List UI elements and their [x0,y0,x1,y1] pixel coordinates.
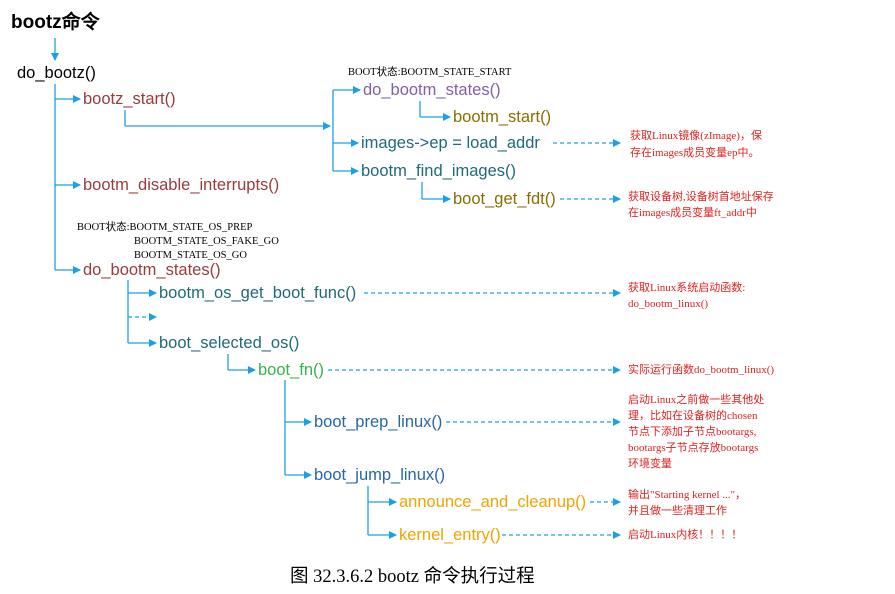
note-bootfunc-line1: 获取Linux系统启动函数: [628,282,746,294]
note-cleanup-line2: 并且做一些清理工作 [628,505,727,517]
state-label-os-fake-go: BOOTM_STATE_OS_FAKE_GO [134,236,279,247]
note-images-ep-line1: 获取Linux镜像(zImage)，保 [630,130,762,142]
node-bootz-start: bootz_start() [83,90,176,108]
note-images-ep-line2: 存在images成员变量ep中。 [630,147,760,159]
figure-caption: 图 32.3.6.2 bootz 命令执行过程 [290,567,535,587]
state-label-os-prep: BOOT状态:BOOTM_STATE_OS_PREP [77,222,253,233]
node-boot-fn: boot_fn() [258,361,325,379]
node-boot-selected-os: boot_selected_os() [159,334,300,352]
note-prep-line4: bootargs子节点存放bootargs [628,442,759,454]
diagram-title: bootz命令 [11,12,100,33]
node-announce-and-cleanup: announce_and_cleanup() [399,493,587,511]
state-label-start: BOOT状态:BOOTM_STATE_START [348,67,512,78]
note-fdt-line1: 获取设备树,设备树首地址保存 [628,191,774,203]
node-bootm-find-images: bootm_find_images() [361,162,516,180]
node-kernel-entry: kernel_entry() [399,526,501,544]
node-bootm-os-get-boot-func: bootm_os_get_boot_func() [159,284,357,302]
note-bootfunc-line2: do_bootm_linux() [628,298,709,310]
node-do-bootz: do_bootz() [17,64,96,82]
node-images-ep: images->ep = load_addr [361,134,540,152]
node-boot-prep-linux: boot_prep_linux() [314,413,443,431]
node-bootm-disable-interrupts: bootm_disable_interrupts() [83,176,280,194]
note-boot-fn: 实际运行函数do_bootm_linux() [628,364,775,376]
node-boot-get-fdt: boot_get_fdt() [453,190,556,208]
node-do-bootm-states-2: do_bootm_states() [83,261,221,279]
note-prep-line3: 节点下添加子节点bootargs, [628,426,757,438]
state-label-os-go: BOOTM_STATE_OS_GO [134,250,247,261]
node-bootm-start: bootm_start() [453,108,552,126]
node-boot-jump-linux: boot_jump_linux() [314,466,446,484]
node-do-bootm-states-1: do_bootm_states() [363,81,501,99]
note-prep-line5: 环境变量 [628,458,672,470]
note-prep-line1: 启动Linux之前做一些其他处 [628,394,765,406]
note-cleanup-line1: 输出"Starting kernel ..."， [628,489,747,501]
note-prep-line2: 理，比如在设备树的chosen [628,410,758,422]
note-kernel-entry: 启动Linux内核！！！！ [628,529,743,541]
note-fdt-line2: 在images成员变量ft_addr中 [628,207,757,219]
